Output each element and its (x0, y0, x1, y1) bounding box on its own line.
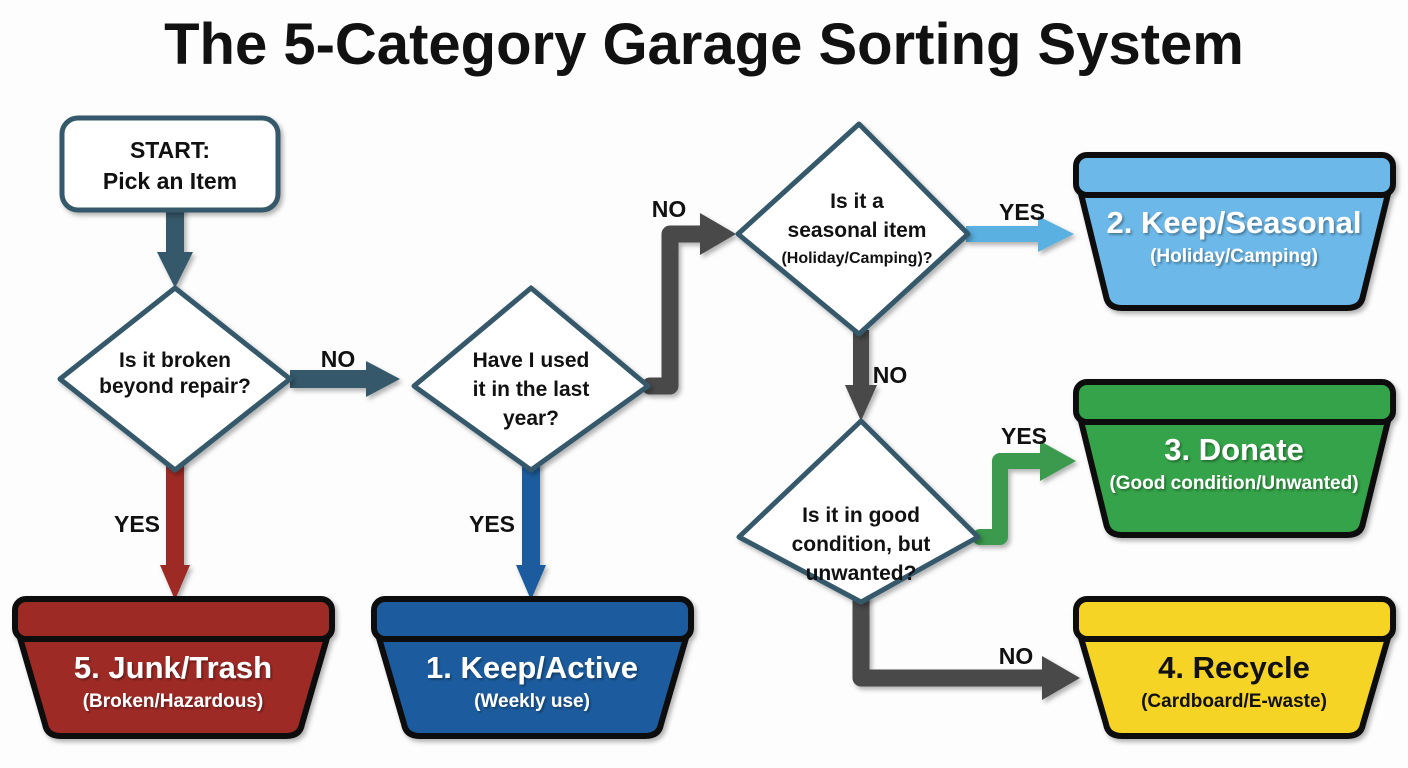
edge-label-condition-no: NO (999, 643, 1034, 669)
edge-label-broken-no: NO (321, 346, 356, 372)
node-start[interactable] (59, 115, 281, 213)
node-decision-used-last-year[interactable] (411, 285, 651, 473)
decision-used-line2: it in the last (473, 378, 590, 401)
decision-condition-line1: Is it in good (802, 504, 920, 527)
bin-donate[interactable] (1073, 379, 1396, 538)
decision-used-line3: year? (503, 407, 559, 430)
bin-keep-seasonal-subtitle: (Holiday/Camping) (1150, 246, 1318, 267)
edge-broken-yes (160, 462, 190, 600)
bin-recycle[interactable] (1073, 596, 1396, 739)
edge-label-seasonal-no: NO (873, 362, 908, 388)
decision-condition-line3: unwanted? (806, 562, 917, 585)
edge-seasonal-no (845, 330, 877, 421)
bin-keep-active[interactable] (371, 596, 694, 739)
edge-used-yes (516, 462, 546, 600)
decision-broken-line1: Is it broken (119, 349, 231, 372)
edge-condition-no (852, 591, 1080, 700)
edge-condition-yes (972, 441, 1076, 545)
edge-start-to-broken (157, 206, 193, 288)
bin-recycle-subtitle: (Cardboard/E-waste) (1141, 691, 1327, 712)
decision-seasonal-line2: seasonal item (788, 219, 927, 242)
decision-used-line1: Have I used (473, 349, 590, 372)
bin-keep-active-title: 1. Keep/Active (426, 650, 638, 685)
edge-seasonal-yes (966, 216, 1074, 252)
bin-junk-trash[interactable] (12, 596, 335, 739)
node-decision-broken[interactable] (57, 285, 293, 473)
decision-broken-line2: beyond repair? (99, 375, 251, 398)
edge-label-used-yes: YES (469, 511, 515, 537)
page-title: The 5-Category Garage Sorting System (164, 12, 1244, 77)
edge-broken-no (290, 361, 400, 397)
bin-keep-active-subtitle: (Weekly use) (474, 691, 590, 712)
bin-recycle-title: 4. Recycle (1158, 650, 1310, 685)
edge-label-condition-yes: YES (1001, 423, 1047, 449)
bin-junk-trash-subtitle: (Broken/Hazardous) (83, 691, 264, 712)
edge-label-broken-yes: YES (114, 511, 160, 537)
node-decision-seasonal[interactable] (735, 121, 971, 337)
bin-junk-trash-title: 5. Junk/Trash (74, 650, 272, 685)
edge-label-used-no: NO (652, 196, 687, 222)
node-decision-good-condition[interactable] (736, 418, 981, 605)
edge-used-no (641, 213, 736, 395)
bin-keep-seasonal[interactable] (1073, 152, 1396, 311)
edge-label-seasonal-yes: YES (999, 199, 1045, 225)
bin-donate-title: 3. Donate (1164, 432, 1304, 467)
decision-seasonal-line1: Is it a (830, 190, 884, 213)
bin-donate-subtitle: (Good condition/Unwanted) (1109, 473, 1358, 494)
start-label-line2: Pick an Item (103, 168, 237, 194)
bin-keep-seasonal-title: 2. Keep/Seasonal (1106, 205, 1361, 240)
decision-condition-line2: condition, but (792, 533, 931, 556)
start-label-line1: START: (130, 137, 210, 163)
decision-seasonal-sub: (Holiday/Camping)? (781, 250, 932, 267)
